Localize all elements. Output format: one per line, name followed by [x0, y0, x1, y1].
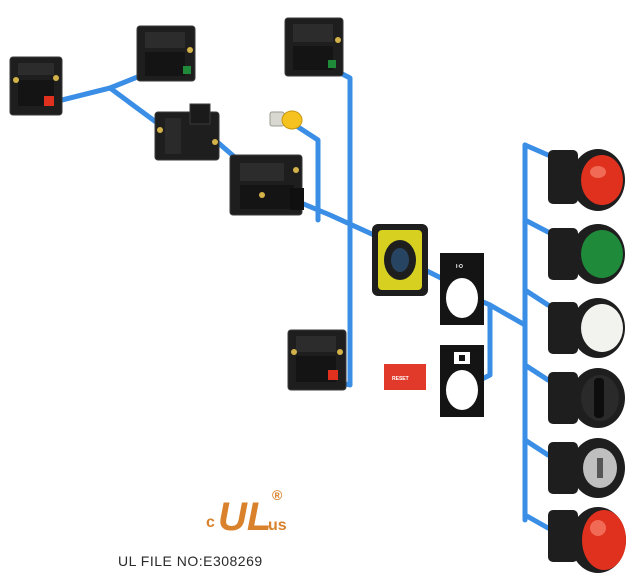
- contact-block-top-left: [137, 26, 195, 81]
- contact-block-stacked: [155, 104, 219, 160]
- ul-certification-logo: c UL us ®: [206, 487, 287, 539]
- ul-logo-c: c: [206, 514, 215, 531]
- wire-branch-6: [525, 515, 548, 528]
- wire-topblock-down: [325, 65, 350, 265]
- ul-logo-mark: UL: [218, 495, 271, 539]
- terminal-screw: [157, 127, 163, 133]
- terminal-screw: [212, 139, 218, 145]
- nc-indicator: [44, 96, 54, 106]
- legend-plate-text: I·O: [456, 264, 463, 270]
- terminal-screw: [187, 47, 193, 53]
- contact-block-top-center: [285, 18, 343, 76]
- green-push-button-icon: [548, 224, 625, 284]
- terminal-screw: [335, 37, 341, 43]
- mounting-adapter: [372, 224, 428, 296]
- terminal-screw: [53, 75, 59, 81]
- contact-block-left: [10, 57, 62, 115]
- emergency-stop-icon: [548, 507, 626, 573]
- wire-branch-2: [525, 220, 548, 232]
- selector-switch-icon: [548, 368, 625, 428]
- wire-branch-4: [525, 365, 548, 380]
- terminal-screw: [13, 77, 19, 83]
- legend-plate-upper: I·O: [440, 253, 484, 325]
- nc-indicator: [328, 370, 338, 380]
- ul-file-number: UL FILE NO:E308269: [118, 553, 263, 569]
- no-indicator: [328, 60, 336, 68]
- contact-block-main: [230, 155, 304, 215]
- terminal-screw: [293, 167, 299, 173]
- reset-label-plate: RESET: [384, 364, 426, 390]
- key-switch-icon: [548, 438, 625, 498]
- indicator-lamp: [270, 111, 302, 129]
- wire-left-to-stack: [62, 88, 160, 125]
- wire-branch-3: [525, 290, 548, 305]
- white-push-button-icon: [548, 298, 625, 358]
- terminal-screw: [291, 349, 297, 355]
- ul-logo-registered: ®: [272, 487, 283, 503]
- red-push-button-icon: [548, 149, 625, 211]
- wire-branch-5: [525, 440, 548, 455]
- wire-branch-1: [525, 145, 548, 155]
- legend-plate-lower: [440, 345, 484, 417]
- ul-logo-us: us: [268, 517, 287, 534]
- reset-plate-text: RESET: [392, 376, 409, 382]
- terminal-screw: [259, 192, 265, 198]
- contact-block-lower: [288, 330, 346, 390]
- no-indicator: [183, 66, 191, 74]
- terminal-screw: [337, 349, 343, 355]
